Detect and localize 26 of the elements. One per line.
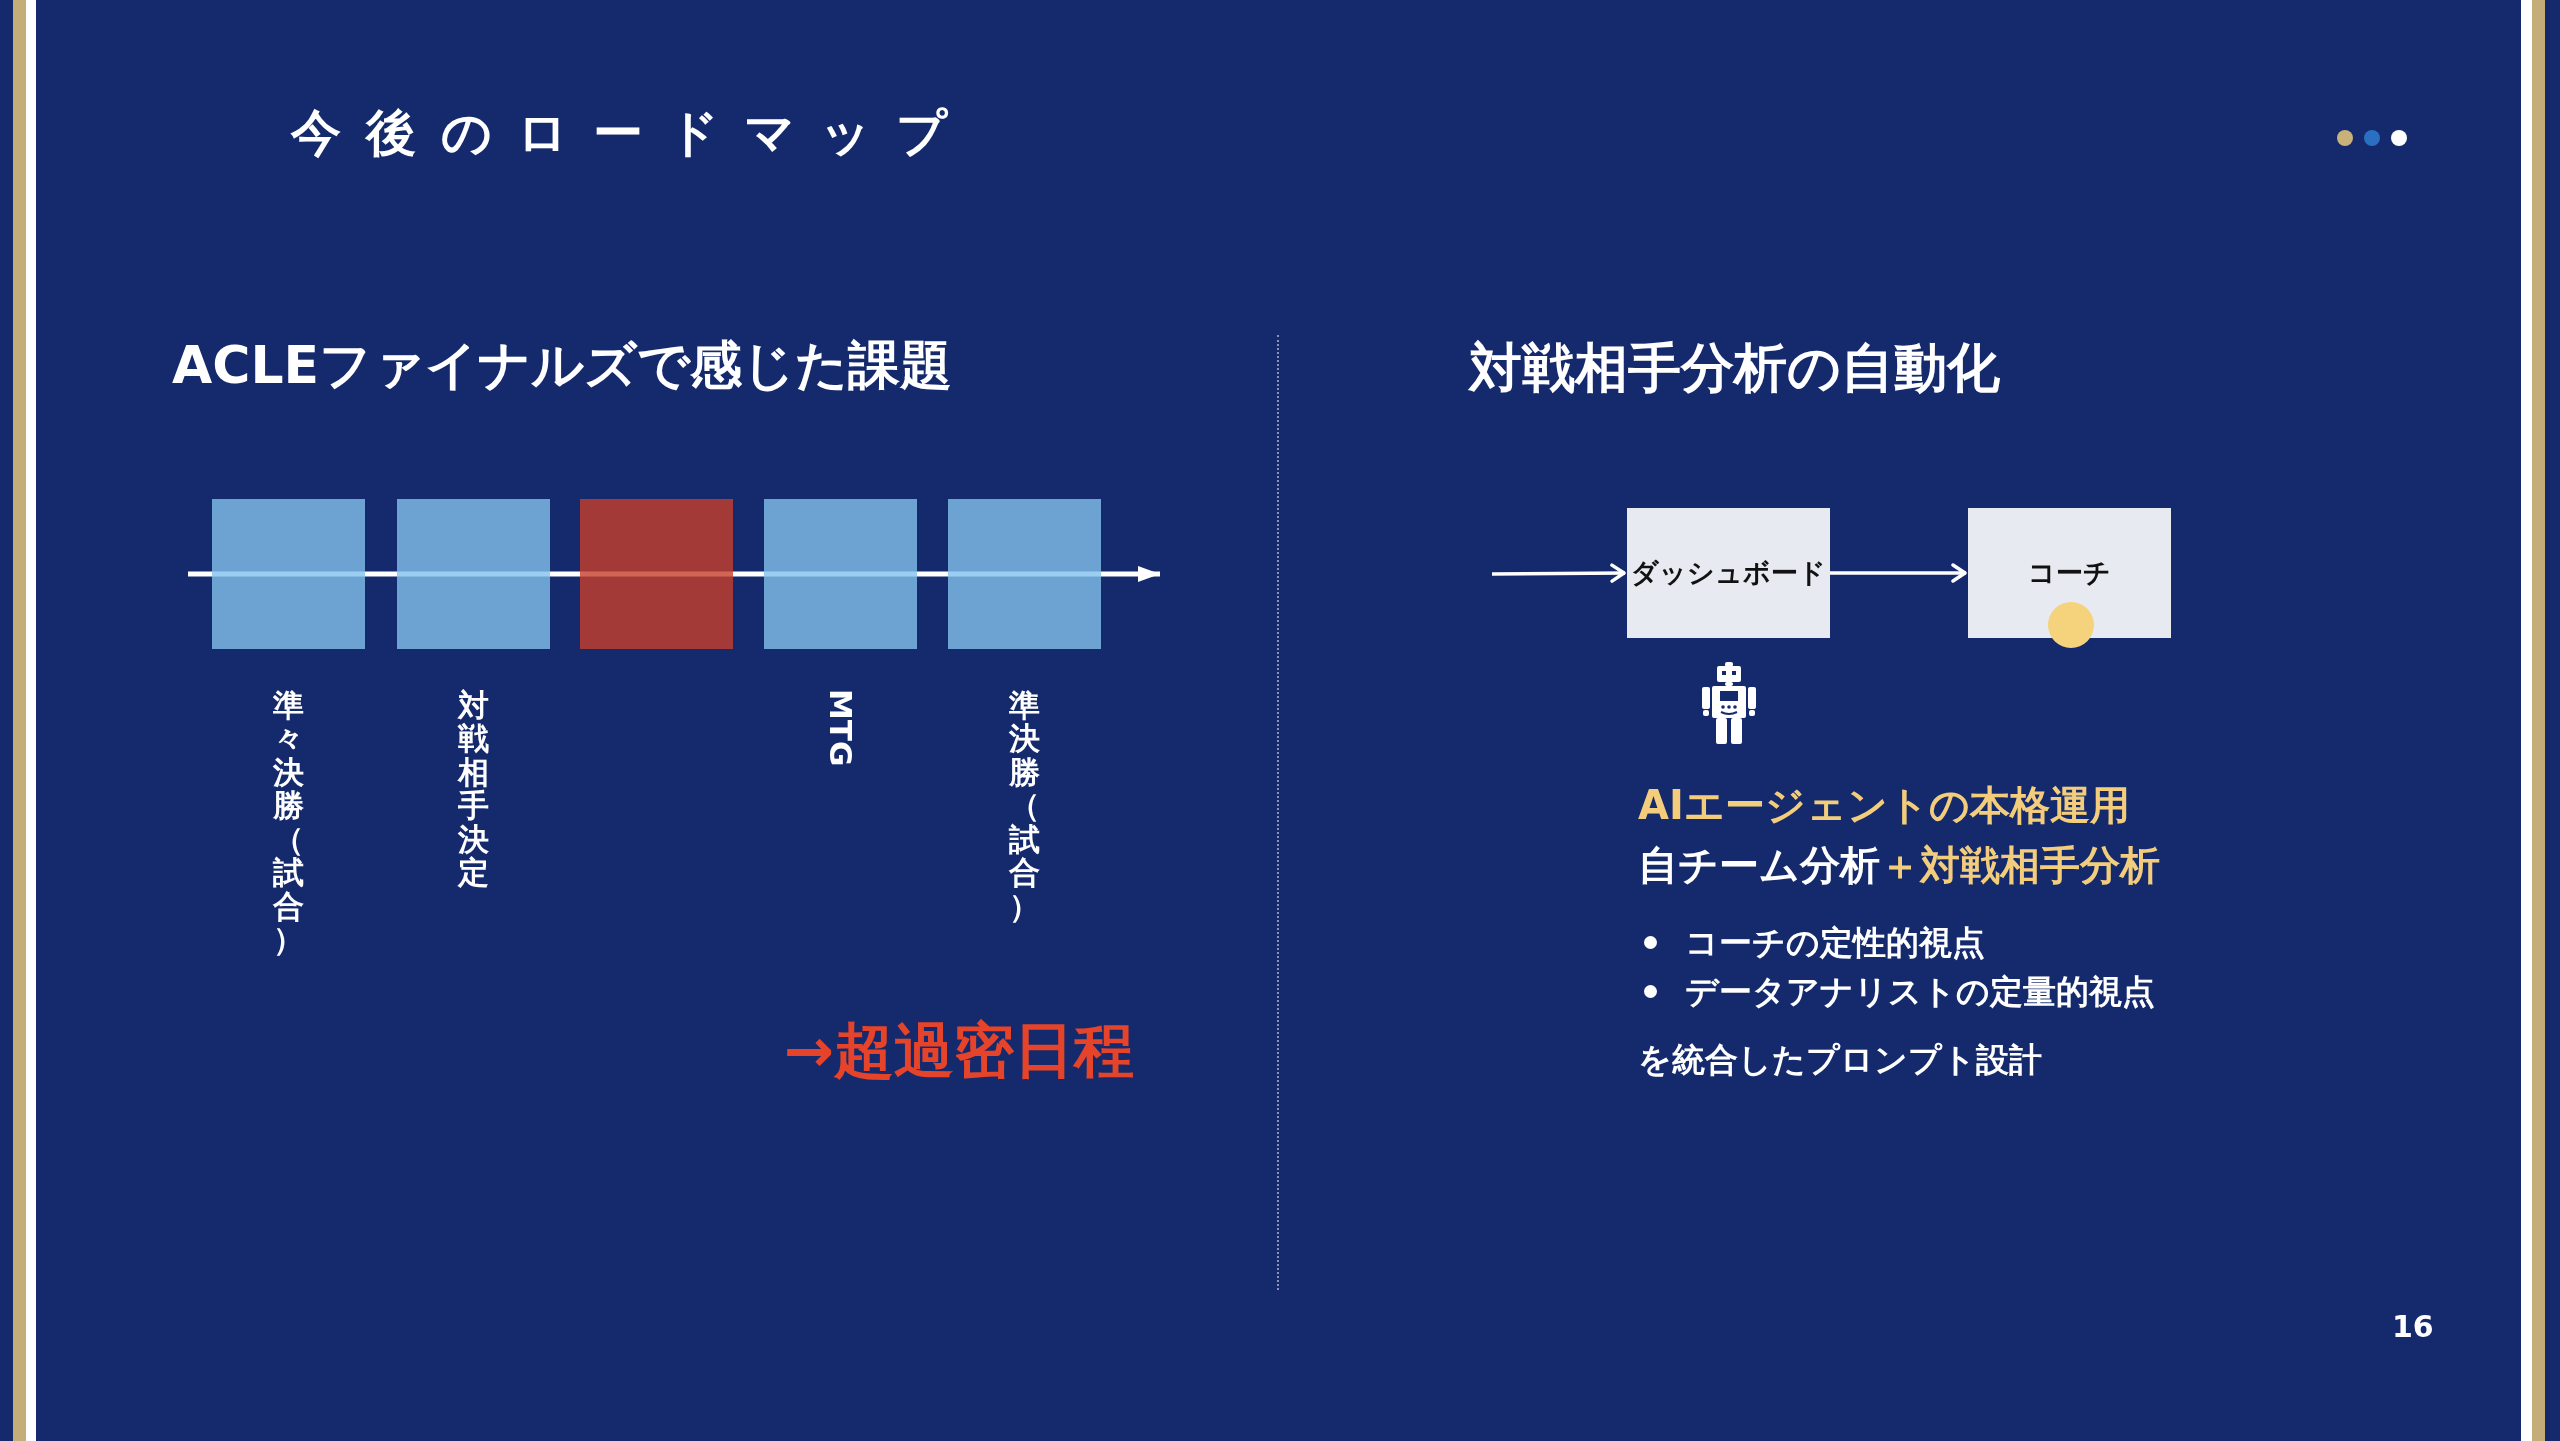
node-label: ダッシュボード [1631, 556, 1826, 590]
slide-title: 今後のロードマップ [291, 103, 972, 163]
bullet-item: データアナリストの定量的視点 [1685, 971, 2155, 1012]
subheading-text: 自チーム分析 [1638, 841, 1880, 889]
vertical-label: 準決勝（試合） [1007, 689, 1041, 924]
subheading-text: AIエージェントの本格運用 [1638, 781, 2130, 829]
subheading-text: ＋対戦相手分析 [1880, 841, 2160, 889]
schedule-block [948, 499, 1101, 649]
process-box [1627, 508, 1830, 638]
schedule-block [580, 499, 733, 649]
callout-text: →超過密日程 [784, 1014, 1135, 1086]
process-box [1968, 508, 2171, 638]
arrow [1492, 563, 1626, 583]
bullet-item: コーチの定性的視点 [1685, 922, 1985, 963]
arrow [1830, 563, 1967, 583]
node-label: コーチ [2028, 556, 2111, 590]
schedule-block [764, 499, 917, 649]
section-heading: 対戦相手分析の自動化 [1469, 336, 2000, 400]
section-heading: ACLEファイナルズで感じた課題 [172, 334, 953, 397]
vertical-label: 準々決勝（試合） [271, 689, 305, 957]
schedule-block [397, 499, 550, 649]
page-number: 16 [2392, 1309, 2434, 1345]
vertical-label: 対戦相手決定 [456, 689, 490, 890]
schedule-block [212, 499, 365, 649]
body-text: を統合したプロンプト設計 [1638, 1040, 2042, 1080]
vertical-label: MTG [822, 689, 859, 767]
